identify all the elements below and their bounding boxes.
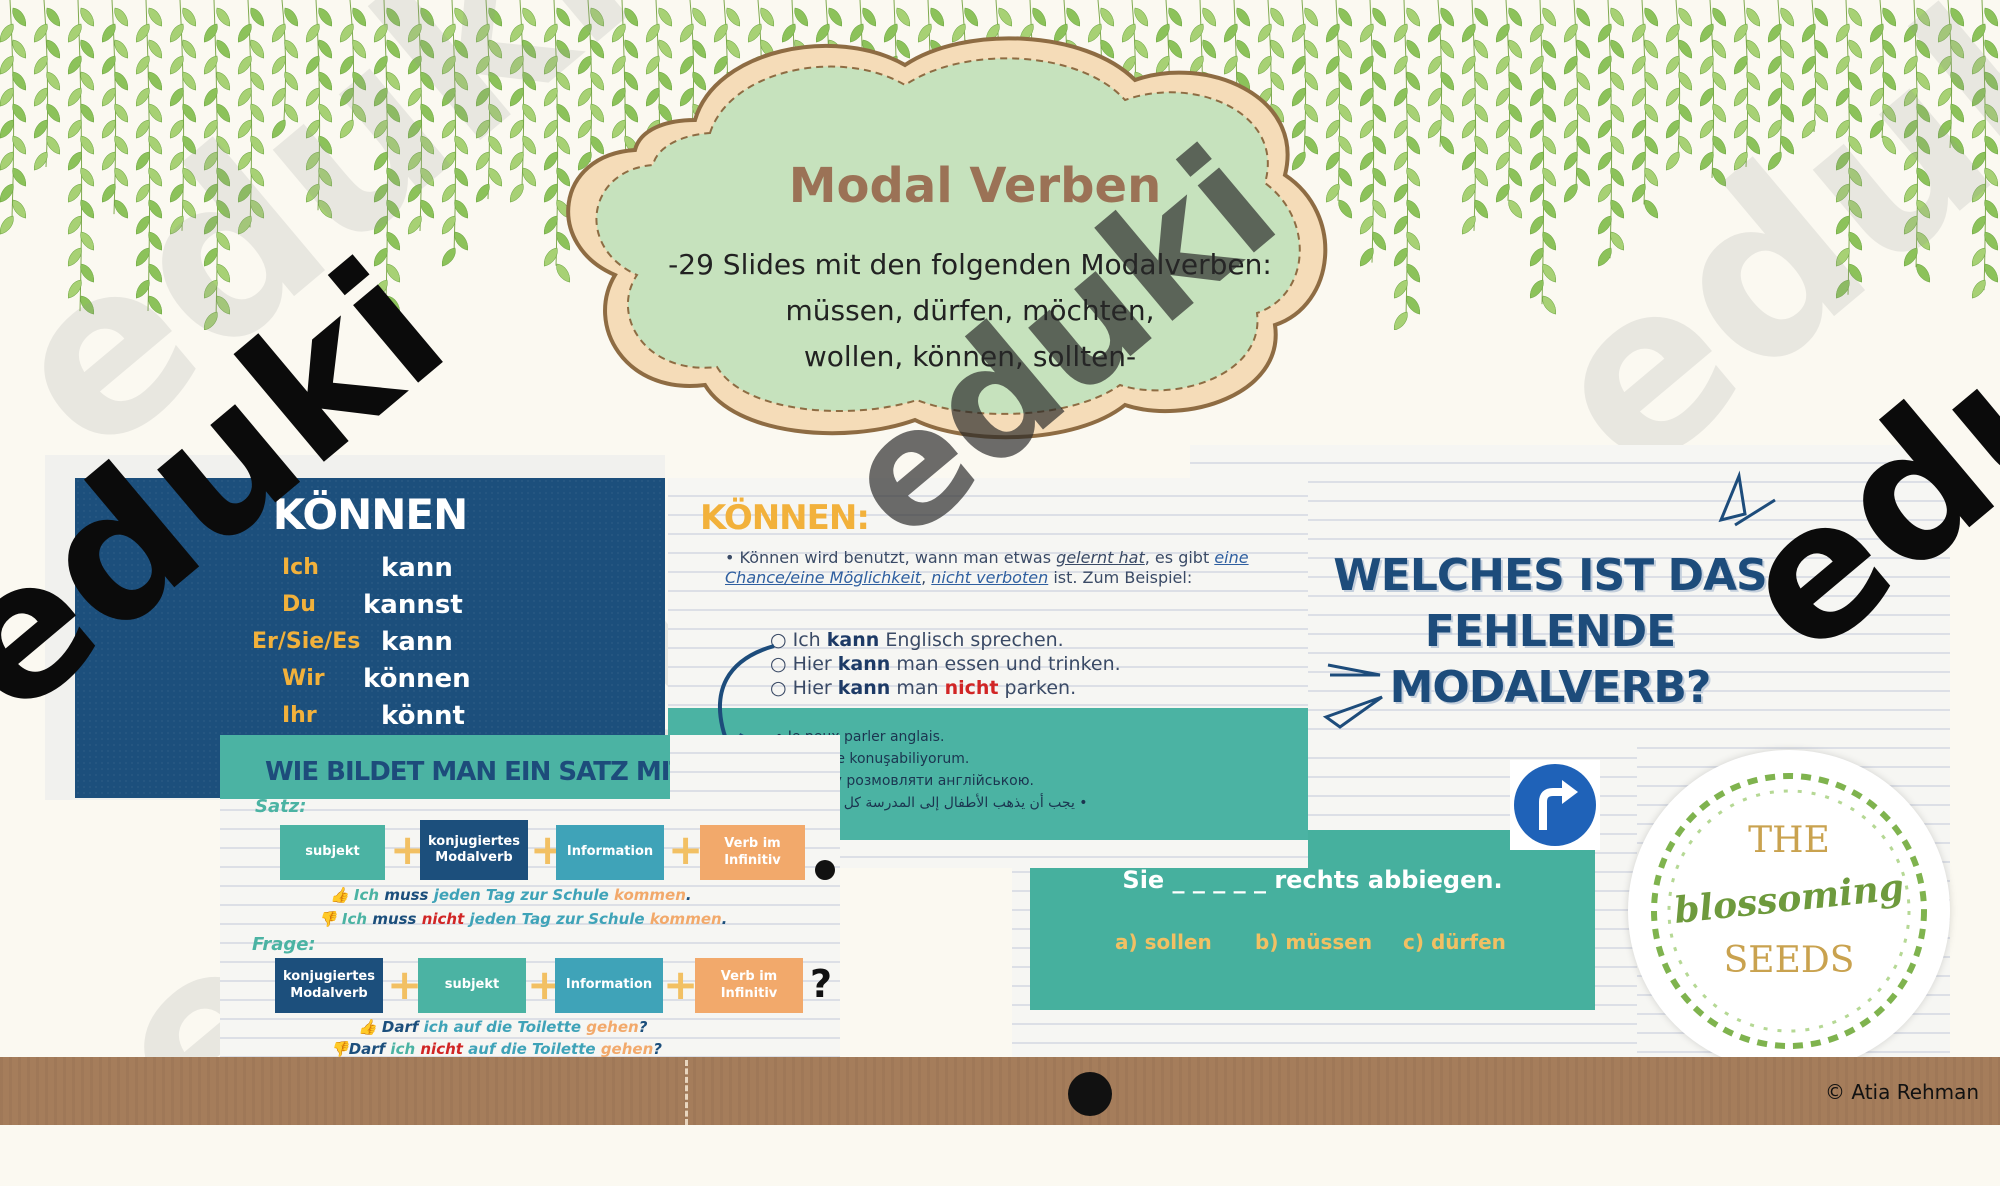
frage-label: Frage:: [252, 934, 316, 955]
usage-desc-text: Beispiel:: [1124, 568, 1193, 587]
question-title-3: MODALVERB?: [1389, 662, 1712, 713]
question-title-2: FEHLENDE: [1424, 606, 1676, 657]
copyright: © Atia Rehman: [1825, 1080, 1980, 1104]
frage-box-infinitiv: Verb im Infinitiv: [695, 958, 803, 1013]
plus-icon: +: [390, 825, 426, 874]
watermark-dot: [815, 860, 835, 880]
frage-box-information: Information: [555, 958, 663, 1013]
question-slide: WELCHES IST DAS FEHLENDE MODALVERB?: [1300, 480, 1800, 780]
usage-link-not-forbidden: nicht verboten: [931, 568, 1049, 587]
plus-icon: +: [668, 825, 704, 874]
watermark-dot: [1068, 1072, 1112, 1116]
conjugation-verb: kannst: [363, 590, 463, 620]
satz-label: Satz:: [255, 796, 307, 817]
plus-icon: +: [387, 960, 423, 1009]
conjugation-pronoun: Er/Sie/Es: [252, 629, 361, 654]
conjugation-pronoun: Du: [282, 592, 316, 617]
logo-line-1: THE: [1748, 820, 1830, 861]
option-b[interactable]: b) müssen: [1255, 930, 1373, 954]
conjugation-pronoun: Ich: [282, 555, 319, 580]
usage-description: • Können wird benutzt, wann man etwas ge…: [725, 548, 1249, 587]
thumbs-down-icon: 👎: [318, 910, 337, 928]
question-mark: ?: [810, 962, 833, 1006]
accent-lines-icon: [1718, 470, 1776, 527]
koennen-title: KÖNNEN: [272, 490, 469, 539]
road-sign-icon: [1510, 760, 1600, 850]
usage-title: KÖNNEN:: [700, 498, 870, 538]
satz-header-bar: [220, 735, 670, 799]
conjugation-pronoun: Ihr: [282, 703, 317, 728]
conjugation-pronoun: Wir: [282, 666, 325, 691]
satz-example-negative: 👎 Ich muss nicht jeden Tag zur Schule ko…: [318, 910, 728, 928]
thumbs-up-icon: 👍: [358, 1018, 377, 1036]
usage-link-learned: gelernt hat: [1056, 548, 1145, 567]
cloud-line-2: müssen, dürfen, möchten,: [785, 294, 1155, 327]
logo-line-3: SEEDS: [1723, 940, 1855, 981]
option-c[interactable]: c) dürfen: [1403, 930, 1506, 954]
conjugation-verb: kann: [381, 553, 453, 583]
frage-box-modalverb: konjugiertes Modalverb: [275, 958, 383, 1013]
cloud-title: Modal Verben: [788, 158, 1162, 214]
usage-desc-text: ,: [921, 568, 927, 587]
usage-example-3: ○ Hier kann man nicht parken.: [770, 677, 1077, 699]
cardboard-footer: [0, 1057, 2000, 1125]
usage-desc-text: ist. Zum: [1053, 568, 1120, 587]
conjugation-verb: kann: [381, 627, 453, 657]
blossoming-seeds-logo: THE blossoming SEEDS: [1628, 750, 1950, 1072]
cardboard-dashed-line: [685, 1060, 688, 1125]
option-a[interactable]: a) sollen: [1115, 930, 1212, 954]
frage-example-positive: 👍 Darf ich auf die Toilette gehen?: [358, 1018, 648, 1036]
usage-examples: ○ Ich kann Englisch sprechen. ○ Hier kan…: [770, 628, 1121, 700]
thumbs-up-icon: 👍: [330, 886, 349, 904]
plus-icon: +: [663, 960, 699, 1009]
usage-desc-text: , es gibt: [1144, 548, 1210, 567]
usage-example-2: ○ Hier kann man essen und trinken.: [770, 653, 1121, 675]
satz-box-information: Information: [556, 825, 664, 880]
satz-box-modalverb: konjugiertes Modalverb: [420, 820, 528, 880]
question-title-1: WELCHES IST DAS: [1333, 550, 1767, 601]
satz-example-positive: 👍 Ich muss jeden Tag zur Schule kommen.: [330, 886, 692, 904]
satz-box-subjekt: subjekt: [280, 825, 385, 880]
satz-title: WIE BILDET MAN EIN SATZ MIT MOD: [265, 757, 670, 787]
translation-ar: • يجب أن يذهب الأطفال إلى المدرسة كل يوم…: [815, 795, 1088, 811]
conjugation-verb: können: [363, 664, 471, 694]
usage-desc-text: Können wird benutzt, wann man etwas: [739, 548, 1052, 567]
usage-example-1: ○ Ich kann Englisch sprechen.: [770, 629, 1064, 651]
cloud-line-1: -29 Slides mit den folgenden Modalverben…: [668, 248, 1272, 281]
frage-example-negative: 👎Darf ich nicht auf die Toilette gehen?: [330, 1040, 662, 1058]
frage-box-subjekt: subjekt: [418, 958, 526, 1013]
satz-box-infinitiv: Verb im Infinitiv: [700, 825, 805, 880]
cloud-line-3: wollen, können, sollten-: [803, 340, 1137, 373]
exercise-sentence: Sie _ _ _ _ _ rechts abbiegen.: [1122, 866, 1503, 894]
thumbs-down-icon: 👎: [330, 1040, 349, 1058]
cloud-shape: [566, 36, 1328, 440]
accent-lines-icon: [1322, 663, 1383, 729]
usage-link-chance: eine Chance/eine Möglichkeit: [725, 548, 1249, 587]
conjugation-verb: könnt: [381, 701, 465, 731]
